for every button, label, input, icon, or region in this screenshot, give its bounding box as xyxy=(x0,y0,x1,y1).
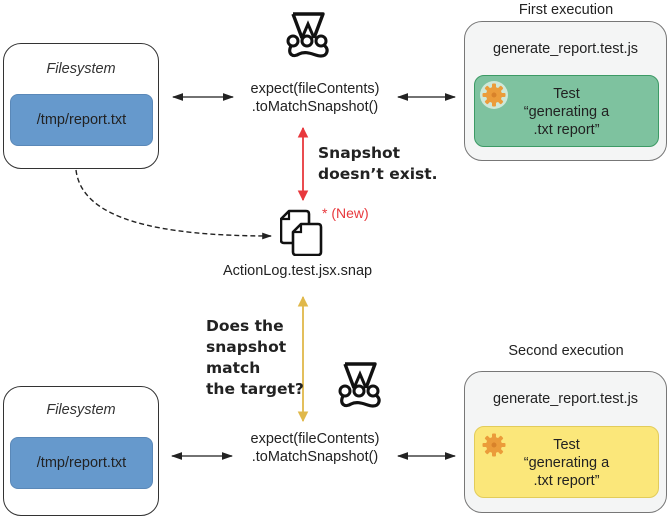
new-badge: * (New) xyxy=(322,205,369,221)
execution-label-top: First execution xyxy=(518,2,614,18)
documents-icon xyxy=(280,209,323,256)
question-line-2: snapshot xyxy=(206,338,287,356)
assertion-line-1: expect(fileContents) xyxy=(250,81,380,97)
gear-icon xyxy=(480,81,508,109)
test-filename: generate_report.test.js xyxy=(492,391,639,407)
test-card-passed[interactable]: Test “generating a .txt report” xyxy=(474,75,659,147)
filesystem-title: Filesystem xyxy=(46,402,116,418)
question-line-3: match xyxy=(206,359,261,377)
jest-icon xyxy=(286,12,329,58)
report-file[interactable]: /tmp/report.txt xyxy=(10,94,153,146)
snapshot-missing-note: Snapshot doesn’t exist. xyxy=(318,143,438,185)
execution-box-top: generate_report.test.js Test “generating… xyxy=(464,21,667,161)
gear-icon xyxy=(482,433,506,457)
assertion-line-2: .toMatchSnapshot() xyxy=(251,99,379,115)
arrow-fs-to-snapshot-dashed xyxy=(75,169,272,240)
test-line-2: “generating a xyxy=(523,104,610,120)
filesystem-title: Filesystem xyxy=(46,61,116,77)
question-line-4: the target? xyxy=(206,380,304,398)
test-line-2: “generating a xyxy=(523,455,610,471)
test-line-3: .txt report” xyxy=(533,473,600,489)
test-line-1: Test xyxy=(553,86,580,102)
snapshot-match-note: Does the snapshot match the target? xyxy=(206,316,304,400)
filesystem-bottom: Filesystem /tmp/report.txt xyxy=(3,386,159,516)
assertion-code-bottom: expect(fileContents) .toMatchSnapshot() xyxy=(230,430,400,466)
test-description: Test “generating a .txt report” xyxy=(475,85,658,139)
report-file[interactable]: /tmp/report.txt xyxy=(10,437,153,489)
assertion-code-top: expect(fileContents) .toMatchSnapshot() xyxy=(230,80,400,116)
note-line-2: doesn’t exist. xyxy=(318,165,438,183)
test-filename: generate_report.test.js xyxy=(492,41,639,57)
filesystem-top: Filesystem /tmp/report.txt xyxy=(3,43,159,169)
assertion-line-1: expect(fileContents) xyxy=(250,431,380,447)
question-line-1: Does the xyxy=(206,317,284,335)
note-line-1: Snapshot xyxy=(318,144,401,162)
assertion-line-2: .toMatchSnapshot() xyxy=(251,449,379,465)
execution-box-bottom: generate_report.test.js Test “generating… xyxy=(464,371,667,513)
test-description: Test “generating a .txt report” xyxy=(475,436,658,490)
test-line-1: Test xyxy=(553,437,580,453)
jest-icon xyxy=(338,362,381,408)
test-card-pending[interactable]: Test “generating a .txt report” xyxy=(474,426,659,498)
execution-label-bottom: Second execution xyxy=(508,343,624,359)
snapshot-filename[interactable]: ActionLog.test.jsx.snap xyxy=(223,263,373,279)
test-line-3: .txt report” xyxy=(533,122,600,138)
